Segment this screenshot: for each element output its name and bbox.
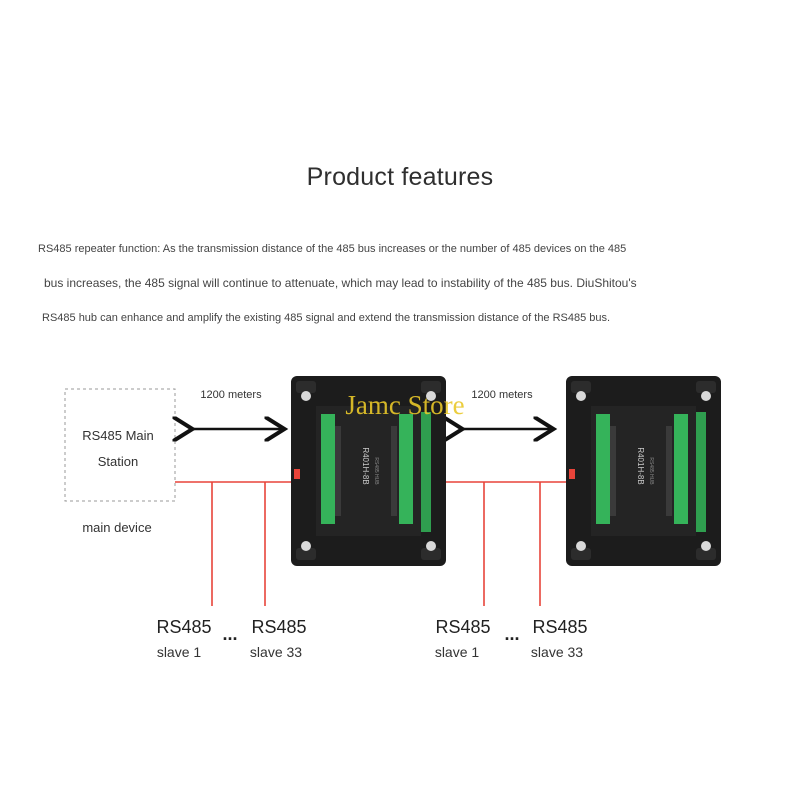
main-station-label-line2: Station [98,454,138,469]
device-1-model-label: R401H-8B [361,447,370,484]
slave-group-1: RS485 slave 1 ... RS485 slave 33 [156,617,306,660]
distance-label-1: 1200 meters [200,389,262,401]
slave-33-name-a: RS485 [251,617,306,637]
slave-1-name-b: RS485 [435,617,490,637]
bus-wiring-2 [446,481,568,606]
slave-33-sub-b: slave 33 [531,644,583,660]
bus-wiring-1 [175,481,296,606]
main-device-caption: main device [82,520,151,535]
slave-1-name-a: RS485 [156,617,211,637]
store-watermark: Jamc Store [345,390,464,420]
slave-1-sub-b: slave 1 [435,644,480,660]
description-line-2: bus increases, the 485 signal will conti… [44,276,637,290]
slave-group-2: RS485 slave 1 ... RS485 slave 33 [435,617,588,660]
slave-33-name-b: RS485 [532,617,587,637]
page-title: Product features [306,163,494,191]
device-2-model-label: R401H-8B [636,447,645,484]
slave-ellipsis-a: ... [222,624,237,644]
rs485-hub-device-2: R401H-8B RS485 HUB [566,376,721,566]
distance-label-2: 1200 meters [471,389,533,401]
device-1-subtitle: RS485 HUB [373,457,379,485]
description-line-3: RS485 hub can enhance and amplify the ex… [42,312,611,324]
description-line-1: RS485 repeater function: As the transmis… [38,243,627,255]
slave-33-sub-a: slave 33 [250,644,302,660]
slave-ellipsis-b: ... [504,624,519,644]
rs485-hub-device-1: R401H-8B RS485 HUB [291,376,446,566]
main-station-box [64,388,176,502]
slave-1-sub-a: slave 1 [157,644,202,660]
main-station-label-line1: RS485 Main [82,428,154,443]
device-2-subtitle: RS485 HUB [648,457,654,485]
